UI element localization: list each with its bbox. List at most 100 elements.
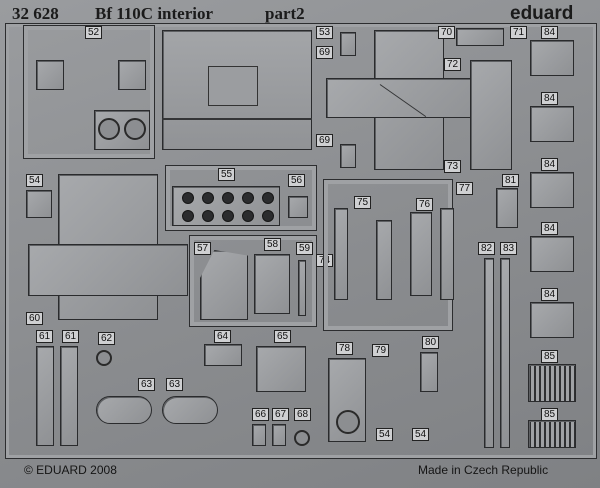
part-label-52: 52 [85,26,103,39]
part-label-54-c: 54 [412,428,430,441]
part-label-81: 81 [502,174,520,187]
part-80 [420,352,438,392]
part-cross-horizontal [326,78,490,118]
part-55-hole [222,210,234,222]
part-74 [334,208,348,300]
part-57-59-frame [189,235,317,327]
part-76-side [440,208,454,300]
part-label-85-1: 85 [541,350,559,363]
part-68 [294,430,310,446]
part-58 [254,254,290,314]
part-label-84-2: 84 [541,92,559,105]
part-55-frame [165,165,317,231]
set-subtitle: part2 [265,4,305,23]
part-84-3 [530,172,574,208]
part-55-hole [242,210,254,222]
part-label-73: 73 [444,160,462,173]
part-label-76: 76 [416,198,434,211]
part-label-57: 57 [194,242,212,255]
origin-text: Made in Czech Republic [418,463,549,477]
part-72 [470,60,512,170]
part-label-83: 83 [500,242,518,255]
part-seat-bottom [28,244,188,296]
part-label-63-right: 63 [166,378,184,391]
part-55-hole [262,210,274,222]
part-label-63-left: 63 [138,378,156,391]
part-70 [456,28,504,46]
part-label-65: 65 [274,330,292,343]
part-76 [410,212,432,296]
part-61-left [36,346,54,446]
part-label-84-3: 84 [541,158,559,171]
part-69 [340,144,356,168]
part-label-75: 75 [354,196,372,209]
part-label-54: 54 [26,174,44,187]
brand-logo: eduard [510,3,574,24]
part-label-56: 56 [288,174,306,187]
part-84-1 [530,40,574,76]
part-label-59: 59 [296,242,314,255]
part-label-71: 71 [510,26,528,39]
part-label-70: 70 [438,26,456,39]
part-52-hole-right [124,118,146,140]
part-label-69-bottom: 69 [316,134,334,147]
part-83 [500,258,510,448]
part-82 [484,258,494,448]
part-label-67: 67 [272,408,290,421]
part-seat-back-line [162,118,312,120]
part-label-82: 82 [478,242,496,255]
copyright-text: © EDUARD 2008 [24,463,117,477]
part-55-hole [182,192,194,204]
part-label-53: 53 [316,26,334,39]
part-55-hole [262,192,274,204]
part-label-61-left: 61 [36,330,54,343]
part-label-54-b: 54 [376,428,394,441]
part-label-79: 79 [372,344,390,357]
part-label-84-5: 84 [541,288,559,301]
part-label-58: 58 [264,238,282,251]
part-label-66: 66 [252,408,270,421]
part-52-hole-left [98,118,120,140]
part-66 [252,424,266,446]
part-label-60: 60 [26,312,44,325]
part-label-61-right: 61 [62,330,80,343]
part-55-hole [242,192,254,204]
part-64 [204,344,242,366]
part-label-72: 72 [444,58,462,71]
part-label-84-4: 84 [541,222,559,235]
set-code: 32 628 [12,4,59,23]
part-84-5 [530,302,574,338]
part-59 [298,260,306,316]
part-61-right [60,346,78,446]
part-label-77: 77 [456,182,474,195]
part-84-2 [530,106,574,142]
part-label-62: 62 [98,332,116,345]
part-63-left [96,396,152,424]
part-85-2 [528,420,576,448]
part-55-hole [202,210,214,222]
part-55-hole [222,192,234,204]
part-62 [96,350,112,366]
part-55-hole [182,210,194,222]
part-65 [256,346,306,392]
part-67 [272,424,286,446]
part-84-4 [530,236,574,272]
part-label-78: 78 [336,342,354,355]
part-85-1 [528,364,576,402]
part-52-bracket-right [118,60,146,90]
part-56 [288,196,308,218]
part-label-69-top: 69 [316,46,334,59]
part-label-68: 68 [294,408,312,421]
part-label-55: 55 [218,168,236,181]
part-label-64: 64 [214,330,232,343]
part-52-bracket-left [36,60,64,90]
part-63-right [162,396,218,424]
part-54 [26,190,52,218]
part-label-80: 80 [422,336,440,349]
part-55-hole [202,192,214,204]
part-53 [340,32,356,56]
set-title: Bf 110C interior [95,4,214,23]
part-81 [496,188,518,228]
part-75 [376,220,392,300]
